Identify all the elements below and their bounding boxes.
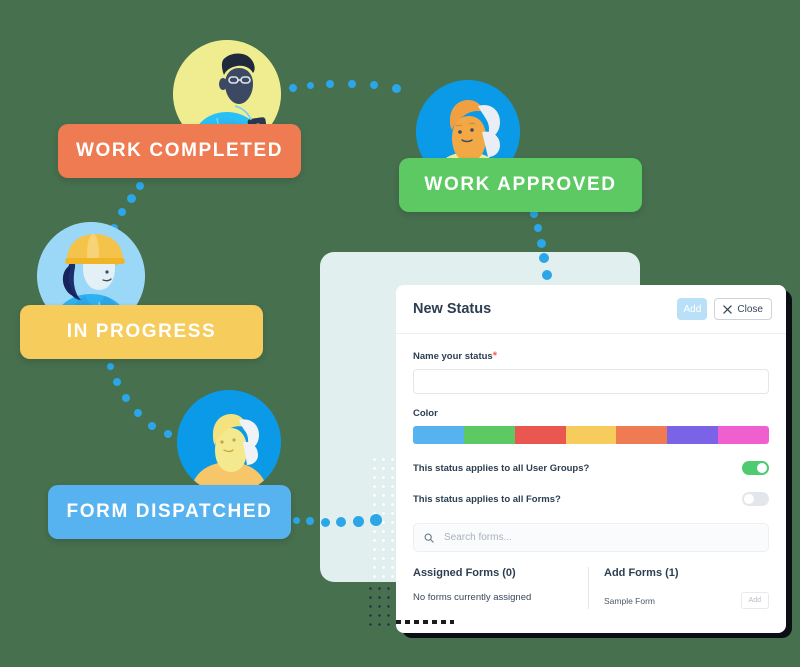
add-forms-column: Add Forms (1) Sample Form Add: [588, 567, 769, 609]
connector-dot: [136, 182, 144, 190]
assigned-forms-empty-text: No forms currently assigned: [413, 592, 532, 603]
toggle-knob: [744, 494, 754, 504]
search-input[interactable]: [442, 531, 758, 544]
connector-dot: [118, 208, 126, 216]
add-form-row-name: Sample Form: [604, 595, 656, 606]
add-form-row: Sample Form Add: [604, 592, 769, 609]
all-forms-toggle-row: This status applies to all Forms?: [413, 492, 769, 506]
dialog-header: New Status Add Close: [396, 285, 786, 334]
new-status-dialog: New Status Add Close Name your status* C…: [396, 285, 786, 633]
status-name-label: Name your status*: [413, 350, 769, 362]
all-forms-toggle-label: This status applies to all Forms?: [413, 493, 561, 505]
connector-dot: [326, 80, 334, 88]
close-icon: [723, 304, 733, 314]
connector-dot: [106, 362, 114, 370]
color-swatch-4[interactable]: [565, 426, 617, 444]
status-name-label-text: Name your status: [413, 351, 493, 362]
woman-avatar: [177, 390, 281, 494]
color-swatch-group[interactable]: [413, 426, 769, 444]
workflow-badge-work-approved[interactable]: WORK APPROVED: [399, 158, 642, 212]
add-forms-list: Sample Form Add: [604, 592, 769, 609]
add-button[interactable]: Add: [677, 298, 708, 320]
workflow-badge-work-completed[interactable]: WORK COMPLETED: [58, 124, 301, 178]
assigned-forms-column: Assigned Forms (0) No forms currently as…: [413, 567, 588, 609]
close-button-label: Close: [737, 303, 763, 315]
user-groups-toggle-row: This status applies to all User Groups?: [413, 461, 769, 475]
forms-columns: Assigned Forms (0) No forms currently as…: [413, 567, 769, 609]
add-forms-heading: Add Forms (1): [604, 567, 679, 579]
connector-dot: [113, 378, 121, 386]
required-asterisk: *: [492, 350, 498, 362]
color-swatch-1[interactable]: [413, 426, 464, 444]
dialog-body: Name your status* Color This status appl…: [396, 334, 786, 609]
user-groups-toggle[interactable]: [742, 461, 769, 475]
user-groups-toggle-label: This status applies to all User Groups?: [413, 462, 590, 474]
connector-dot: [370, 81, 378, 89]
connector-dot: [306, 517, 314, 525]
color-swatch-5[interactable]: [616, 426, 668, 444]
connector-dot: [536, 238, 546, 248]
workflow-badge-in-progress[interactable]: IN PROGRESS: [20, 305, 263, 359]
color-swatch-3[interactable]: [514, 426, 566, 444]
connector-dot: [126, 193, 136, 203]
connector-dot: [292, 516, 300, 524]
status-name-input[interactable]: [413, 369, 769, 394]
color-swatch-7[interactable]: [718, 426, 769, 444]
color-swatch-6[interactable]: [667, 426, 719, 444]
search-forms-field[interactable]: [413, 523, 769, 552]
connector-dot: [306, 81, 314, 89]
connector-dot: [148, 422, 156, 430]
connector-dot: [391, 83, 401, 93]
connector-dot: [534, 224, 542, 232]
connector-dot: [122, 394, 130, 402]
color-swatch-2[interactable]: [463, 426, 515, 444]
connector-dot: [134, 409, 142, 417]
close-button[interactable]: Close: [714, 298, 772, 320]
add-form-row-button[interactable]: Add: [740, 592, 769, 609]
connector-dot: [348, 80, 356, 88]
dialog-title: New Status: [413, 301, 492, 317]
assigned-forms-heading: Assigned Forms (0): [413, 567, 516, 579]
all-forms-toggle[interactable]: [742, 492, 769, 506]
toggle-knob: [757, 463, 767, 473]
connector-dot: [164, 430, 172, 438]
connector-dot: [289, 84, 297, 92]
search-icon: [424, 533, 434, 543]
workflow-badge-form-dispatched[interactable]: FORM DISPATCHED: [48, 485, 291, 539]
dashed-accent-line: [396, 620, 454, 624]
color-label: Color: [413, 408, 438, 419]
